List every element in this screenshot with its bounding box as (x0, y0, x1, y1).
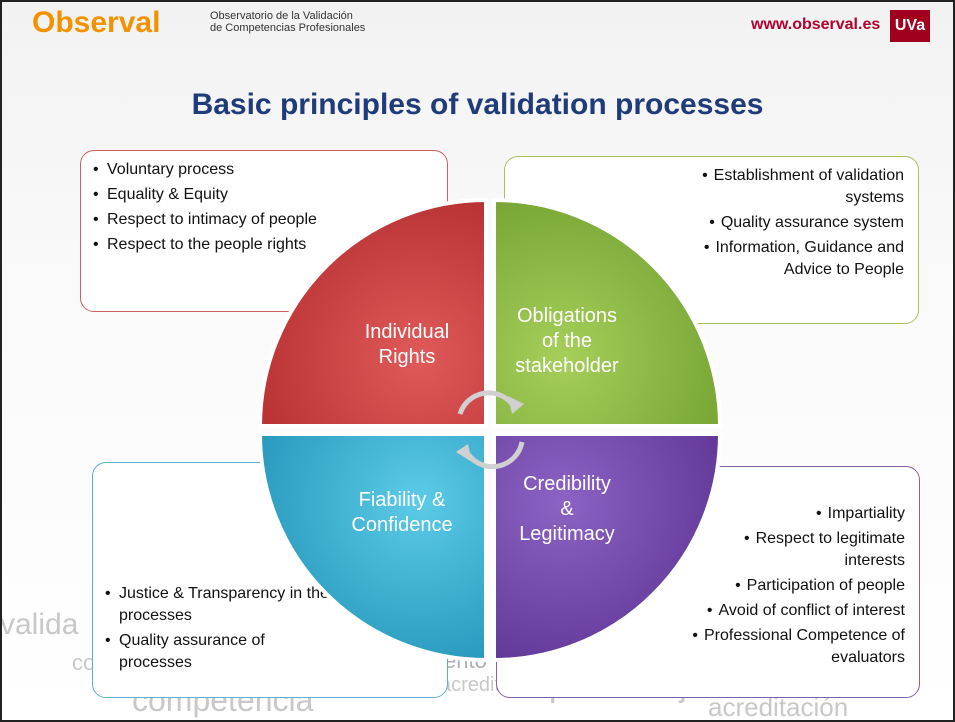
list-item: Voluntary process (91, 159, 437, 181)
observal-logo: Observal (32, 6, 161, 39)
arrow-head-icon (456, 444, 472, 462)
list-item: Avoid of conflict of interest (511, 600, 905, 622)
logo-subtitle-line2: de Competencias Profesionales (210, 22, 366, 34)
list-item: Professional Competence of evaluators (651, 625, 905, 669)
list-item: Respect to legitimate interests (711, 528, 905, 572)
label-line: of the (541, 330, 593, 352)
cycle-arrows-icon (457, 390, 525, 470)
quadrant-fiability (257, 432, 488, 663)
list-item: Justice & Transparency in the processes (103, 583, 329, 627)
quadrant-credibility (492, 432, 723, 663)
arrow-head-icon (508, 396, 524, 414)
label-line: Fiability & (358, 489, 446, 511)
label-line: stakeholder (515, 355, 619, 377)
label-credibility: Credibility & Legitimacy (502, 472, 632, 547)
label-line: & (560, 498, 574, 520)
label-fiability: Fiability & Confidence (332, 488, 472, 538)
list-item: Respect to the people rights (91, 234, 327, 256)
list-item: Information, Guidance and Advice to Peop… (669, 237, 904, 281)
website-url[interactable]: www.observal.es (751, 16, 881, 33)
uva-logo: UVa (890, 10, 930, 42)
label-line: Confidence (351, 514, 453, 536)
list-item: Participation of people (511, 575, 905, 597)
watermark-co: co (72, 650, 96, 675)
quadrant-obligations (492, 197, 723, 428)
list-item: Equality & Equity (91, 184, 437, 206)
label-individual-rights: Individual Rights (342, 320, 472, 370)
watermark-valida: valida (0, 608, 79, 641)
label-line: Rights (378, 346, 436, 368)
label-line: Credibility (523, 473, 611, 495)
list-item: Impartiality (511, 503, 905, 525)
logo-subtitle-line1: Observatorio de la Validación (210, 10, 353, 22)
list-item: Respect to intimacy of people (91, 209, 327, 231)
list-item: Establishment of validation systems (669, 165, 904, 209)
label-obligations: Obligations of the stakeholder (502, 304, 632, 379)
label-line: Legitimacy (519, 523, 615, 545)
label-line: Individual (364, 321, 450, 343)
label-line: Obligations (516, 305, 618, 327)
quadrant-individual-rights (257, 197, 488, 428)
list-item: Quality assurance system (519, 212, 904, 234)
list-item: Quality assurance of processes (103, 630, 329, 674)
slide-title: Basic principles of validation processes (191, 88, 764, 121)
logo-subtitle: Observatorio de la Validación de Compete… (210, 10, 365, 34)
